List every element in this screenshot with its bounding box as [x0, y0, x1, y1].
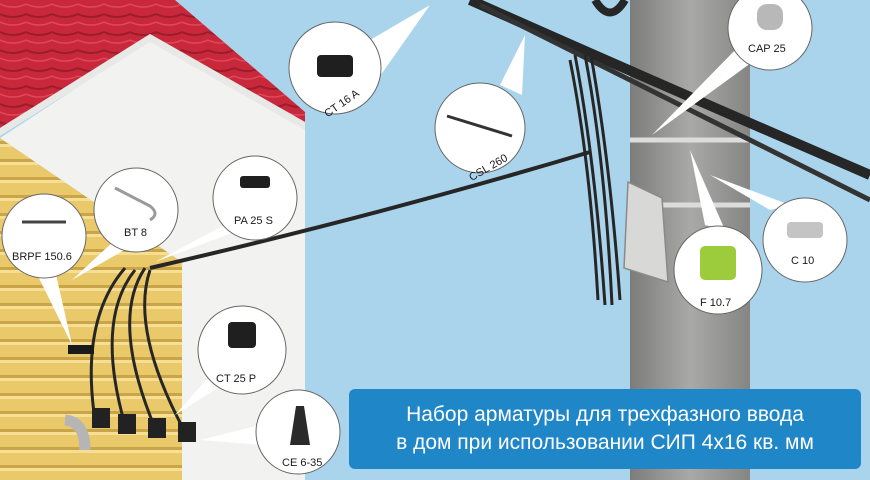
- pipe-elbow: [63, 414, 91, 451]
- callout-pointer: [690, 150, 725, 230]
- callout-pointer: [652, 45, 755, 135]
- upper-drop-cable: [591, 0, 629, 17]
- wall-clamp-3: [148, 418, 166, 438]
- service-drop-cable: [149, 150, 591, 270]
- callout-circle: [197, 305, 287, 395]
- wall-clamp-4: [178, 422, 196, 442]
- callout-pointer: [370, 5, 430, 76]
- callout-circle: [434, 82, 526, 174]
- f107-icon: [700, 246, 736, 280]
- csl260-icon: [446, 114, 513, 138]
- callout-pointer: [72, 240, 128, 280]
- callout-circle: [93, 167, 179, 253]
- callout-circle: [1, 193, 87, 279]
- label-pa25s: PA 25 S: [234, 215, 273, 227]
- wall-cables: [89, 267, 187, 433]
- caption-line-1: Набор арматуры для трехфазного ввода: [406, 403, 804, 426]
- label-ct25p: CT 25 P: [216, 373, 256, 385]
- callout-pointer: [200, 425, 262, 445]
- pole-cables: [568, 49, 622, 306]
- label-c10: C 10: [791, 255, 814, 267]
- bt8-icon: [114, 186, 157, 222]
- callout-pointer: [500, 35, 525, 95]
- callout-circle: [727, 0, 813, 71]
- label-f107: F 10.7: [700, 297, 731, 309]
- callout-circle: [212, 155, 298, 241]
- label-brpf: BRPF 150.6: [12, 251, 72, 263]
- label-ce635: CE 6-35: [282, 457, 322, 469]
- meter-box: [623, 180, 669, 284]
- callout-brpf: BRPF 150.6: [1, 193, 87, 345]
- caption-box: Набор арматуры для трехфазного ввода в д…: [349, 389, 861, 469]
- callout-ct16a: CT 16 A: [288, 5, 430, 120]
- ct16a-icon: [317, 55, 353, 77]
- callout-pointer: [710, 175, 790, 210]
- label-cap25: CAP 25: [748, 43, 786, 55]
- roof: [0, 0, 305, 128]
- callout-c10: C 10: [710, 175, 848, 283]
- cable-tie-wall: [68, 345, 94, 354]
- callout-pa25s: PA 25 S: [155, 155, 298, 262]
- label-bt8: BT 8: [124, 227, 147, 239]
- callout-bt8: BT 8: [72, 167, 179, 280]
- cap25-icon: [757, 4, 783, 30]
- callout-ct25p: CT 25 P: [175, 305, 287, 415]
- ct25p-icon: [228, 322, 256, 348]
- ce635-icon: [290, 406, 310, 445]
- main-cable-2: [478, 2, 870, 203]
- caption-line-2: в дом при использовании СИП 4х16 кв. мм: [396, 431, 814, 454]
- callout-ce635: CE 6-35: [200, 389, 341, 475]
- callout-circle: [762, 197, 848, 283]
- callout-f107: F 10.7: [673, 150, 763, 315]
- callout-pointer: [155, 222, 245, 262]
- callout-cap25: CAP 25: [652, 0, 813, 135]
- c10-icon: [787, 222, 823, 238]
- wall-clamp-1: [92, 408, 110, 428]
- callout-pointer: [35, 270, 72, 345]
- wall-clamp-2: [118, 414, 136, 434]
- pa25s-icon: [240, 176, 270, 188]
